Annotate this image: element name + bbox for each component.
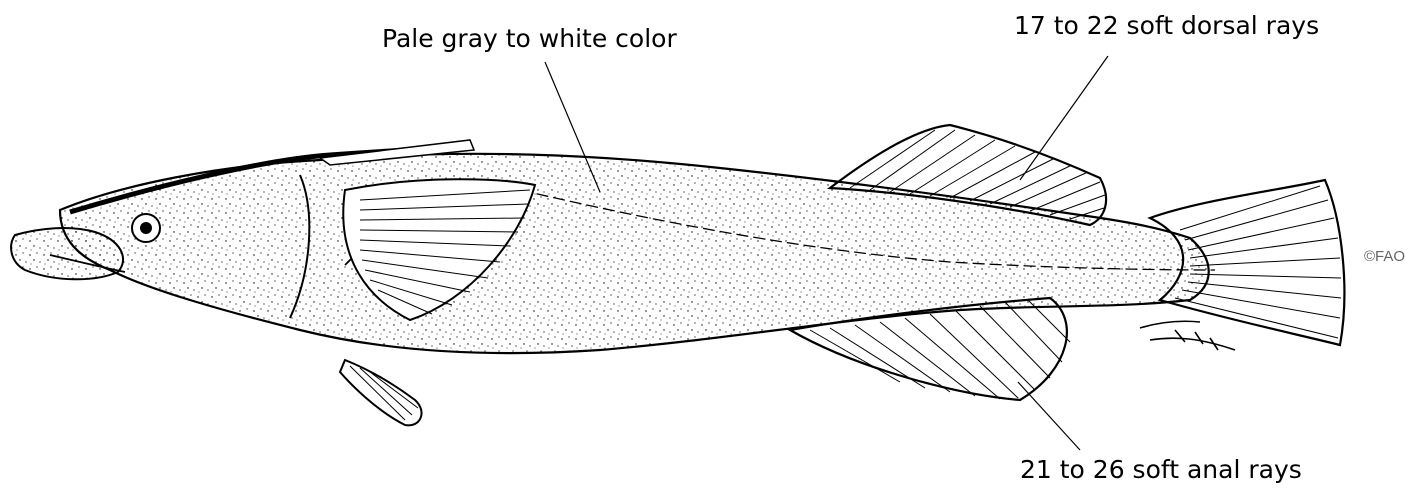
artist-signature <box>1140 321 1235 350</box>
label-anal-rays: 21 to 26 soft anal rays <box>1020 455 1302 485</box>
label-color: Pale gray to white color <box>382 24 677 54</box>
label-dorsal-rays: 17 to 22 soft dorsal rays <box>1014 11 1319 41</box>
credit-text: ©FAO <box>1364 248 1405 265</box>
leader-dorsal <box>1020 56 1108 180</box>
leader-anal <box>1018 382 1080 450</box>
pelvic-fin <box>340 360 422 425</box>
